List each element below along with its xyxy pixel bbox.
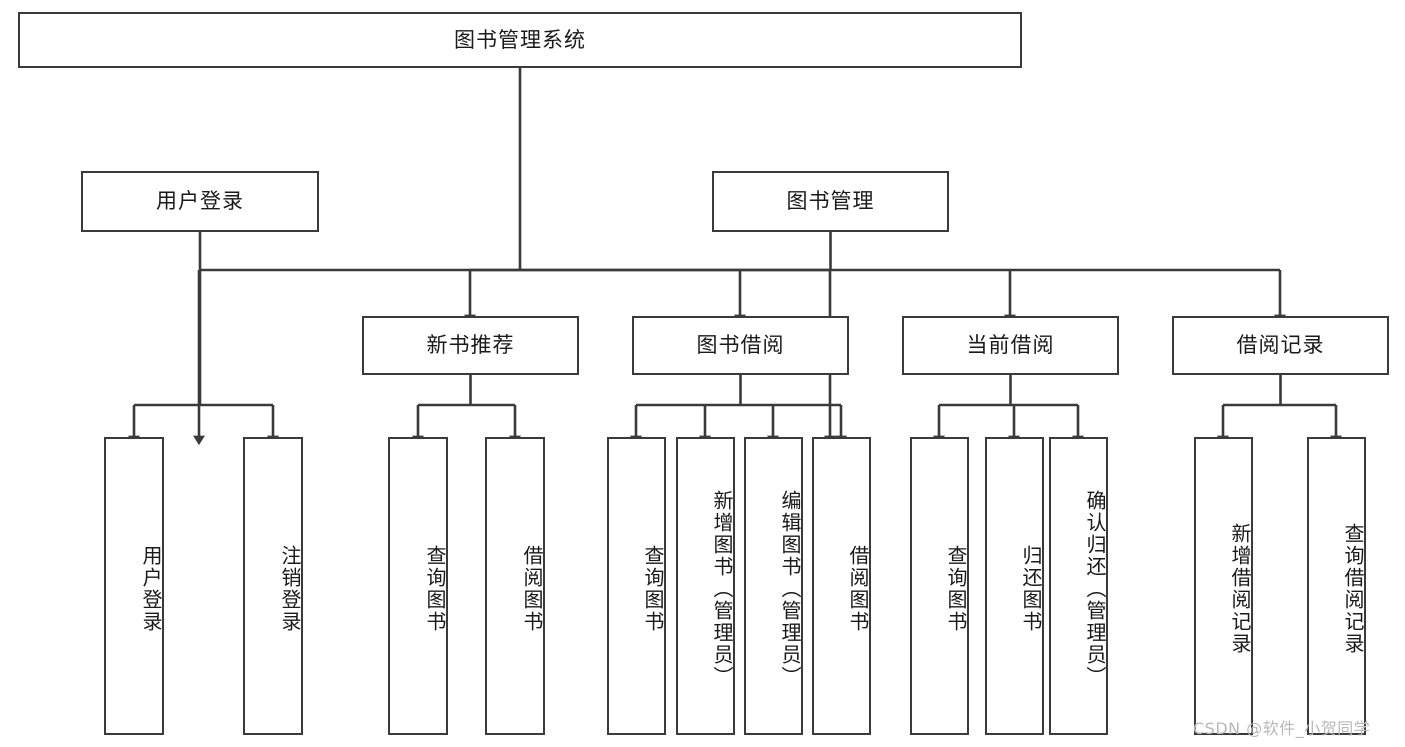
node-label-leaf-logout: 注销登录	[278, 545, 302, 633]
node-leaf-borrow-book-rec[interactable]: 借阅图书	[485, 437, 545, 735]
node-label-leaf-borrow-book: 借阅图书	[846, 545, 870, 633]
node-leaf-edit-book[interactable]: 编辑图书（管理员）	[744, 437, 803, 735]
node-book-manage[interactable]: 图书管理	[712, 171, 949, 232]
node-label-leaf-user-login: 用户登录	[139, 545, 163, 633]
node-label-leaf-query-record: 查询借阅记录	[1341, 523, 1365, 655]
node-borrow-record[interactable]: 借阅记录	[1172, 316, 1389, 375]
watermark-text: CSDN @软件_小贺同学	[1193, 719, 1371, 738]
node-label-leaf-query-book-cur: 查询图书	[944, 545, 968, 633]
node-label-leaf-return-book: 归还图书	[1019, 545, 1043, 633]
node-label-root: 图书管理系统	[454, 27, 586, 52]
node-label-new-book-rec: 新书推荐	[426, 333, 515, 358]
node-label-leaf-add-book: 新增图书（管理员）	[710, 490, 734, 688]
node-root[interactable]: 图书管理系统	[18, 12, 1022, 68]
node-user-login[interactable]: 用户登录	[81, 171, 319, 232]
node-book-borrow[interactable]: 图书借阅	[632, 316, 849, 375]
node-label-book-manage: 图书管理	[786, 189, 875, 214]
node-label-leaf-add-record: 新增借阅记录	[1228, 523, 1252, 655]
node-leaf-user-login[interactable]: 用户登录	[104, 437, 164, 735]
node-leaf-query-book-rec[interactable]: 查询图书	[388, 437, 448, 735]
node-leaf-query-record[interactable]: 查询借阅记录	[1307, 437, 1366, 735]
node-leaf-query-book[interactable]: 查询图书	[607, 437, 666, 735]
node-leaf-return-book[interactable]: 归还图书	[985, 437, 1044, 735]
node-label-leaf-query-book: 查询图书	[641, 545, 665, 633]
node-label-leaf-query-book-rec: 查询图书	[423, 545, 447, 633]
node-label-user-login: 用户登录	[156, 189, 244, 214]
edge-paths	[128, 68, 1342, 446]
node-label-leaf-confirm-return: 确认归还（管理员）	[1083, 490, 1107, 688]
node-current-borrow[interactable]: 当前借阅	[902, 316, 1119, 375]
node-leaf-add-book[interactable]: 新增图书（管理员）	[676, 437, 735, 735]
node-label-borrow-record: 借阅记录	[1236, 333, 1325, 358]
node-leaf-query-book-cur[interactable]: 查询图书	[910, 437, 969, 735]
node-leaf-logout[interactable]: 注销登录	[243, 437, 303, 735]
node-leaf-add-record[interactable]: 新增借阅记录	[1194, 437, 1253, 735]
node-label-leaf-edit-book: 编辑图书（管理员）	[778, 490, 802, 688]
node-label-leaf-borrow-book-rec: 借阅图书	[520, 545, 544, 633]
node-label-book-borrow: 图书借阅	[696, 333, 785, 358]
node-label-current-borrow: 当前借阅	[966, 333, 1055, 358]
node-leaf-confirm-return[interactable]: 确认归还（管理员）	[1049, 437, 1108, 735]
node-leaf-borrow-book[interactable]: 借阅图书	[812, 437, 871, 735]
node-new-book-rec[interactable]: 新书推荐	[362, 316, 579, 375]
